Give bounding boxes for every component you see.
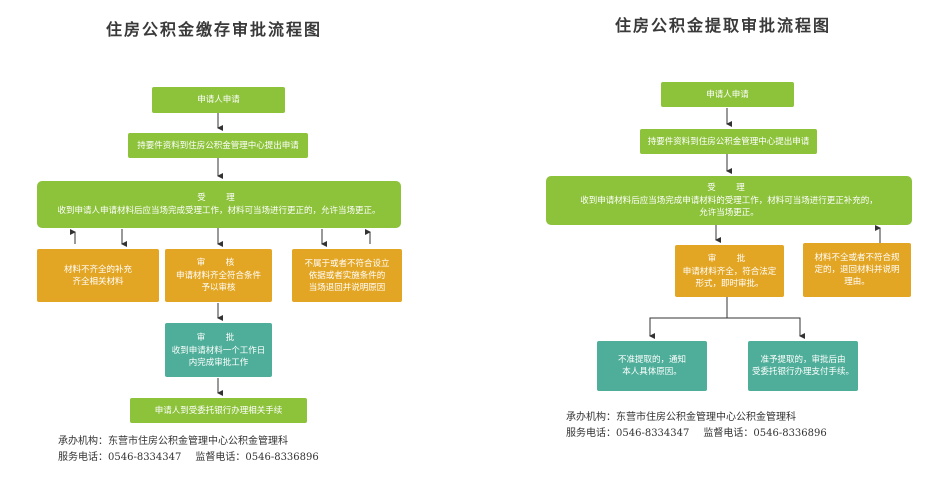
left-reject-box: 不属于或者不符合设立 依据或者实施条件的 当场退回并说明原因: [292, 249, 402, 302]
right-allow-box: 准予提取的，审批后由 受委托银行办理支付手续。: [748, 341, 858, 391]
left-incomplete-line1: 材料不齐全的补充: [63, 264, 132, 275]
left-bank-box: 申请人到受委托银行办理相关手续: [130, 398, 307, 423]
right-apply-text: 申请人申请: [706, 89, 749, 100]
right-approve-line1: 申请材料齐全，符合法定: [682, 266, 777, 277]
left-review-box: 审 核 申请材料齐全符合条件 予以审核: [165, 249, 272, 302]
left-bank-text: 申请人到受委托银行办理相关手续: [154, 405, 283, 416]
right-deny-box: 不准提取的，通知 本人具体原因。: [597, 341, 707, 391]
right-footer: 承办机构：东营市住房公积金管理中心公积金管理科 服务电话：0546-833434…: [566, 410, 841, 442]
right-footer-supervise: 监督电话：0546-8336896: [703, 428, 827, 439]
left-approve-line1: 收到申请材料一个工作日: [171, 345, 266, 356]
right-incomplete-line2: 定的，退回材料并说明: [814, 265, 900, 275]
left-reject-line2: 依据或者实施条件的: [308, 270, 386, 281]
left-approve-heading: 审 批: [196, 332, 241, 343]
left-accept-box: 受 理 收到申请人申请材料后应当场完成受理工作，材料可当场进行更正的，允许当场更…: [37, 181, 401, 228]
right-deny-line2: 本人具体原因。: [622, 367, 682, 377]
left-accept-heading: 受 理: [197, 193, 241, 203]
left-approve-line2: 内完成审批工作: [188, 357, 249, 368]
right-incomplete-line3: 理由。: [844, 277, 870, 287]
right-accept-heading: 受 理: [707, 183, 751, 193]
left-footer-contacts: 服务电话：0546-8334347 监督电话：0546-8336896: [58, 450, 333, 466]
left-footer: 承办机构：东营市住房公积金管理中心公积金管理科 服务电话：0546-833434…: [58, 434, 333, 466]
right-accept-line1: 收到申请材料后应当场完成申请材料的受理工作，材料可当场进行更正补充的，: [580, 196, 878, 206]
left-reject-line1: 不属于或者不符合设立: [304, 258, 390, 269]
left-incomplete-line2: 齐全相关材料: [72, 276, 124, 287]
right-submit-box: 持要件资料到住房公积金管理中心提出申请: [640, 129, 817, 154]
left-footer-phone: 服务电话：0546-8334347: [58, 452, 182, 463]
right-submit-text: 持要件资料到住房公积金管理中心提出申请: [647, 136, 810, 147]
right-allow-line1: 准予提取的，审批后由: [760, 355, 846, 365]
right-accept-line2: 允许当场更正。: [699, 208, 759, 218]
left-footer-org: 承办机构：东营市住房公积金管理中心公积金管理科: [58, 436, 288, 447]
left-diagram-title: 住房公积金缴存审批流程图: [106, 20, 323, 39]
left-apply-text: 申请人申请: [197, 95, 240, 105]
right-footer-phone: 服务电话：0546-8334347: [566, 428, 690, 439]
right-accept-box: 受 理 收到申请材料后应当场完成申请材料的受理工作，材料可当场进行更正补充的， …: [546, 176, 912, 225]
right-footer-org: 承办机构：东营市住房公积金管理中心公积金管理科: [566, 412, 796, 423]
left-footer-supervise: 监督电话：0546-8336896: [195, 452, 319, 463]
left-reject-line3: 当场退回并说明原因: [308, 282, 386, 293]
right-diagram-title: 住房公积金提取审批流程图: [615, 16, 832, 35]
left-apply-box: 申请人申请: [152, 87, 285, 113]
left-submit-text: 持要件资料到住房公积金管理中心提出申请: [137, 140, 299, 151]
right-approve-box: 审 批 申请材料齐全，符合法定 形式，即时审批。: [675, 245, 784, 297]
left-review-line2: 予以审核: [201, 283, 236, 293]
arrow-r-approve-to-deny: [649, 297, 728, 339]
right-incomplete-line1: 材料不全或者不符合规: [814, 253, 900, 263]
right-approve-line2: 形式，即时审批。: [695, 278, 764, 289]
right-approve-heading: 审 批: [707, 253, 752, 264]
right-incomplete-box: 材料不全或者不符合规 定的，退回材料并说明 理由。: [803, 243, 911, 297]
right-deny-line1: 不准提取的，通知: [617, 355, 686, 365]
right-apply-box: 申请人申请: [661, 82, 794, 107]
left-review-line1: 申请材料齐全符合条件: [175, 271, 261, 281]
right-footer-contacts: 服务电话：0546-8334347 监督电话：0546-8336896: [566, 426, 841, 442]
right-allow-line2: 受委托银行办理支付手续。: [752, 367, 855, 377]
left-incomplete-box: 材料不齐全的补充 齐全相关材料: [37, 249, 159, 302]
left-review-heading: 审 核: [196, 258, 241, 268]
left-accept-text: 收到申请人申请材料后应当场完成受理工作，材料可当场进行更正的，允许当场更正。: [57, 206, 381, 216]
left-submit-box: 持要件资料到住房公积金管理中心提出申请: [128, 133, 308, 158]
arrow-r-approve-to-allow: [727, 317, 805, 339]
left-approve-box: 审 批 收到申请材料一个工作日 内完成审批工作: [165, 323, 272, 377]
